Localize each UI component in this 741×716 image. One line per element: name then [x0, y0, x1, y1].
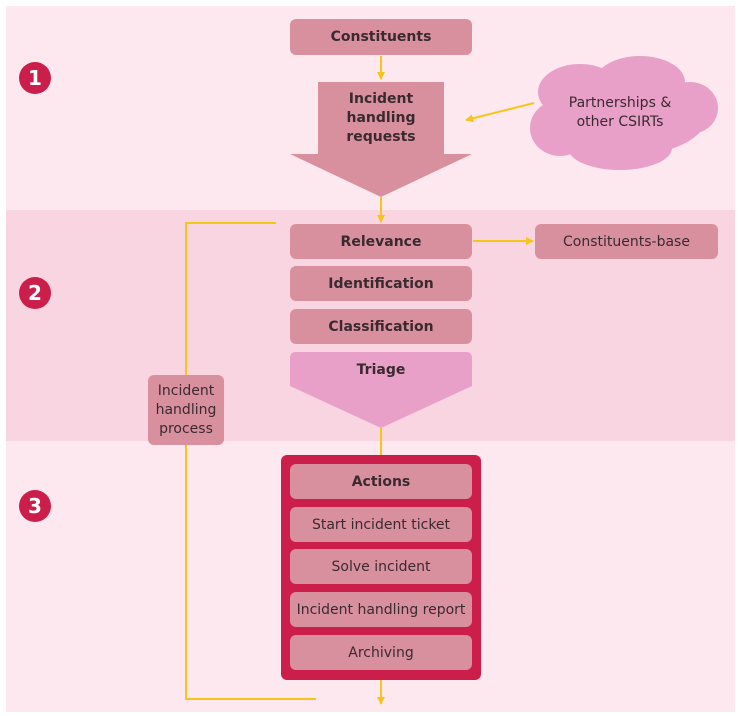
- partners-cloud-shape: [530, 56, 718, 170]
- step-number-3: 3: [19, 490, 51, 522]
- action-item-handling-report: Incident handling report: [290, 592, 472, 627]
- process-loop-line: [185, 222, 316, 700]
- requests-label: Incident handling requests: [346, 91, 416, 145]
- incident-handling-process-box: Incident handling process: [148, 375, 224, 445]
- action-item-archiving: Archiving: [290, 635, 472, 670]
- identification-box: Identification: [290, 266, 472, 301]
- action-item-solve-incident: Solve incident: [290, 549, 472, 584]
- constituents-base-box: Constituents-base: [535, 224, 718, 259]
- actions-header-box: Actions: [290, 464, 472, 499]
- arrow-partners-to-requests: [465, 102, 535, 123]
- constituents-box: Constituents: [290, 19, 472, 55]
- relevance-box: Relevance: [290, 224, 472, 259]
- requests-arrow-shape: [290, 82, 472, 197]
- step-number-1: 1: [19, 62, 51, 94]
- step-number-2: 2: [19, 277, 51, 309]
- partners-label: Partnerships & other CSIRTs: [568, 95, 672, 130]
- classification-box: Classification: [290, 309, 472, 344]
- triage-label: Triage: [356, 362, 406, 378]
- triage-shape: [290, 352, 472, 428]
- action-item-start-ticket: Start incident ticket: [290, 507, 472, 542]
